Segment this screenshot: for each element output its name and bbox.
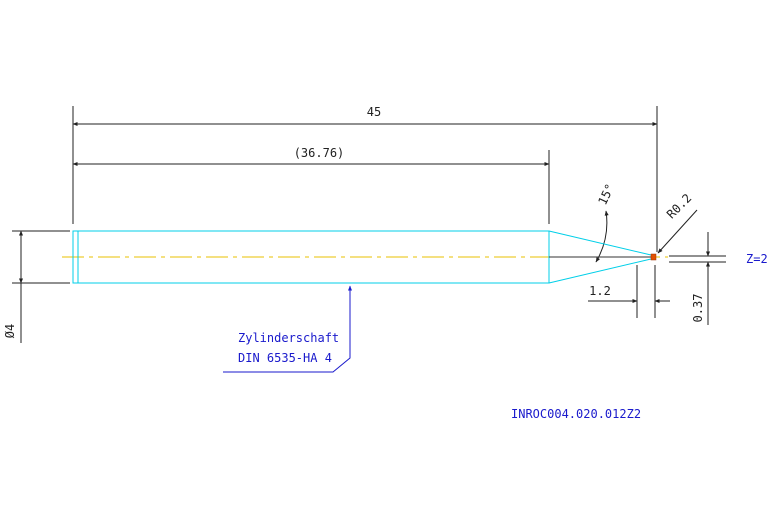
tip-diameter-label: 0.37 bbox=[691, 294, 705, 323]
neck-length-label: 1.2 bbox=[589, 284, 611, 298]
part-number: INROC004.020.012Z2 bbox=[511, 407, 641, 421]
flutes-label: Z=2 bbox=[746, 252, 767, 266]
overall-length-label: 45 bbox=[367, 105, 381, 119]
shank-length-label: (36.76) bbox=[294, 146, 345, 160]
shank-note-leader bbox=[223, 285, 352, 373]
tool-tip bbox=[650, 253, 657, 261]
radius-label: R0.2 bbox=[664, 191, 694, 221]
angle-arc bbox=[595, 210, 609, 263]
angle-label: 15° bbox=[595, 182, 617, 208]
diameter-label: Ø4 bbox=[3, 324, 17, 338]
shank-note-line1: Zylinderschaft bbox=[238, 331, 339, 345]
dimension-lines bbox=[19, 122, 710, 343]
shank-note-line2: DIN 6535-HA 4 bbox=[238, 351, 332, 365]
radius-leader bbox=[657, 209, 698, 254]
extension-lines bbox=[12, 106, 726, 318]
